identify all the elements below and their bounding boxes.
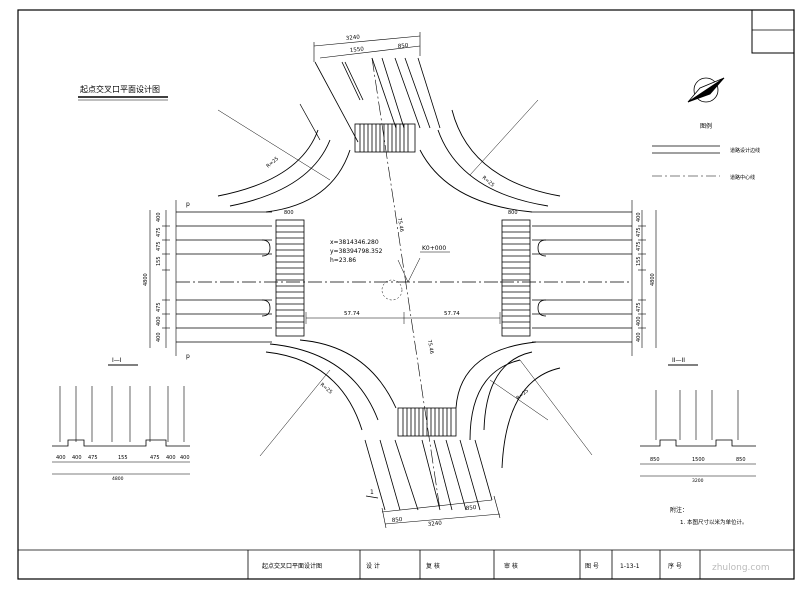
north-dimension [313, 32, 421, 62]
center-point-arc [381, 279, 403, 301]
legend-title: 图例 [700, 122, 712, 130]
coord-h: h=23.86 [330, 257, 356, 264]
point-p-sw: p [186, 353, 190, 360]
drawing-title: 起点交叉口平面设计图 [80, 84, 160, 94]
west-dimension [149, 210, 170, 348]
sec-left-dim-4: 475 [150, 455, 160, 461]
west-crosswalk [275, 219, 305, 337]
dim-west-3: 155 [156, 256, 162, 266]
sec-left-dim-6: 400 [180, 455, 190, 461]
radius-leaders [217, 99, 593, 457]
sec-right-total: 3200 [692, 478, 704, 484]
title-block-drawing-no-label: 图 号 [585, 563, 599, 570]
section-left-title: I—I [112, 357, 122, 364]
section-left: I—I 400 400 475 155 475 400 400 4800 [52, 357, 190, 482]
radius-ne: R=25 [481, 175, 496, 189]
radius-se: R=25 [515, 388, 530, 402]
sheet-border [17, 9, 795, 580]
main-centerline [371, 57, 441, 511]
dim-top-mid: 1550 [350, 47, 365, 54]
dim-east-4: 475 [636, 302, 642, 312]
coord-x: x=3814346.280 [330, 239, 379, 246]
title-block-design: 设 计 [366, 562, 380, 570]
title-block-seq: 序 号 [668, 562, 682, 570]
legend-item-0: 道路设计边线 [730, 147, 760, 154]
title-block-name: 起点交叉口平面设计图 [262, 562, 322, 570]
dim-center-right: 57.74 [444, 311, 460, 317]
dim-west-1: 475 [156, 227, 162, 237]
center-dimension [305, 312, 501, 324]
north-arrow-icon [687, 77, 725, 103]
note-label: 附注： [670, 506, 688, 514]
title-block [18, 549, 794, 579]
dim-top-total: 3240 [346, 35, 361, 42]
sec-right-dim-0: 850 [650, 457, 660, 463]
section-right-title: II—II [672, 357, 685, 364]
south-dimension [381, 495, 501, 529]
sec-right-dim-1: 1500 [692, 457, 705, 463]
east-crosswalk [501, 219, 531, 337]
dim-east-6: 400 [636, 332, 642, 342]
dim-axis-bottom: 75.46 [426, 339, 434, 354]
south-crosswalk [397, 407, 457, 437]
dim-west-total: 4800 [143, 273, 149, 286]
east-arm [500, 200, 633, 356]
dim-east-2: 475 [636, 241, 642, 251]
radius-nw: R=25 [265, 156, 280, 170]
dim-east-total: 4800 [650, 273, 656, 286]
dim-crosswalk-west: 800 [284, 210, 294, 216]
corner-curbs [217, 109, 561, 469]
title-block-check: 复 核 [426, 562, 440, 570]
east-dimension [638, 210, 657, 348]
station-label: K0+000 [422, 245, 446, 252]
sec-left-dim-2: 475 [88, 455, 98, 461]
corner-box [751, 9, 795, 54]
note-text: 1. 本图尺寸以米为单位计。 [680, 518, 748, 526]
section-right: II—II 850 1500 850 3200 [640, 357, 756, 484]
dim-bottom-right: 850 [466, 505, 478, 512]
title-block-drawing-no: 1-13-1 [620, 563, 640, 570]
sec-left-dim-3: 155 [118, 455, 128, 461]
sec-left-total: 4800 [112, 476, 124, 482]
dim-top-right: 850 [398, 43, 410, 50]
dim-axis-top: 75.46 [396, 217, 404, 232]
dim-crosswalk-east: 800 [508, 210, 518, 216]
dim-east-1: 475 [636, 227, 642, 237]
sec-left-dim-1: 400 [72, 455, 82, 461]
dim-bottom-total: 3240 [428, 521, 443, 528]
sec-left-dim-5: 400 [166, 455, 176, 461]
legend-item-1: 道路中心线 [730, 174, 755, 181]
dim-east-5: 400 [636, 316, 642, 326]
west-arm [175, 200, 500, 356]
dim-center-left: 57.74 [344, 311, 360, 317]
radius-sw: R=25 [319, 382, 334, 396]
north-arm [299, 57, 441, 143]
dim-east-0: 400 [636, 212, 642, 222]
dim-bottom-left: 850 [392, 517, 404, 524]
title-block-review: 审 核 [504, 562, 518, 570]
dim-west-0: 400 [156, 212, 162, 222]
sec-left-dim-0: 400 [56, 455, 66, 461]
south-arm [364, 439, 493, 511]
point-p-nw: p [186, 201, 190, 208]
dim-east-3: 155 [636, 256, 642, 266]
section-mark: 1 [370, 489, 374, 496]
sec-right-dim-2: 850 [736, 457, 746, 463]
dim-west-5: 400 [156, 316, 162, 326]
watermark: zhulong.com [712, 563, 770, 573]
dim-west-4: 475 [156, 302, 162, 312]
dim-west-2: 475 [156, 241, 162, 251]
north-crosswalk [354, 123, 416, 153]
dim-west-6: 400 [156, 332, 162, 342]
coord-y: y=38394798.352 [330, 248, 383, 255]
